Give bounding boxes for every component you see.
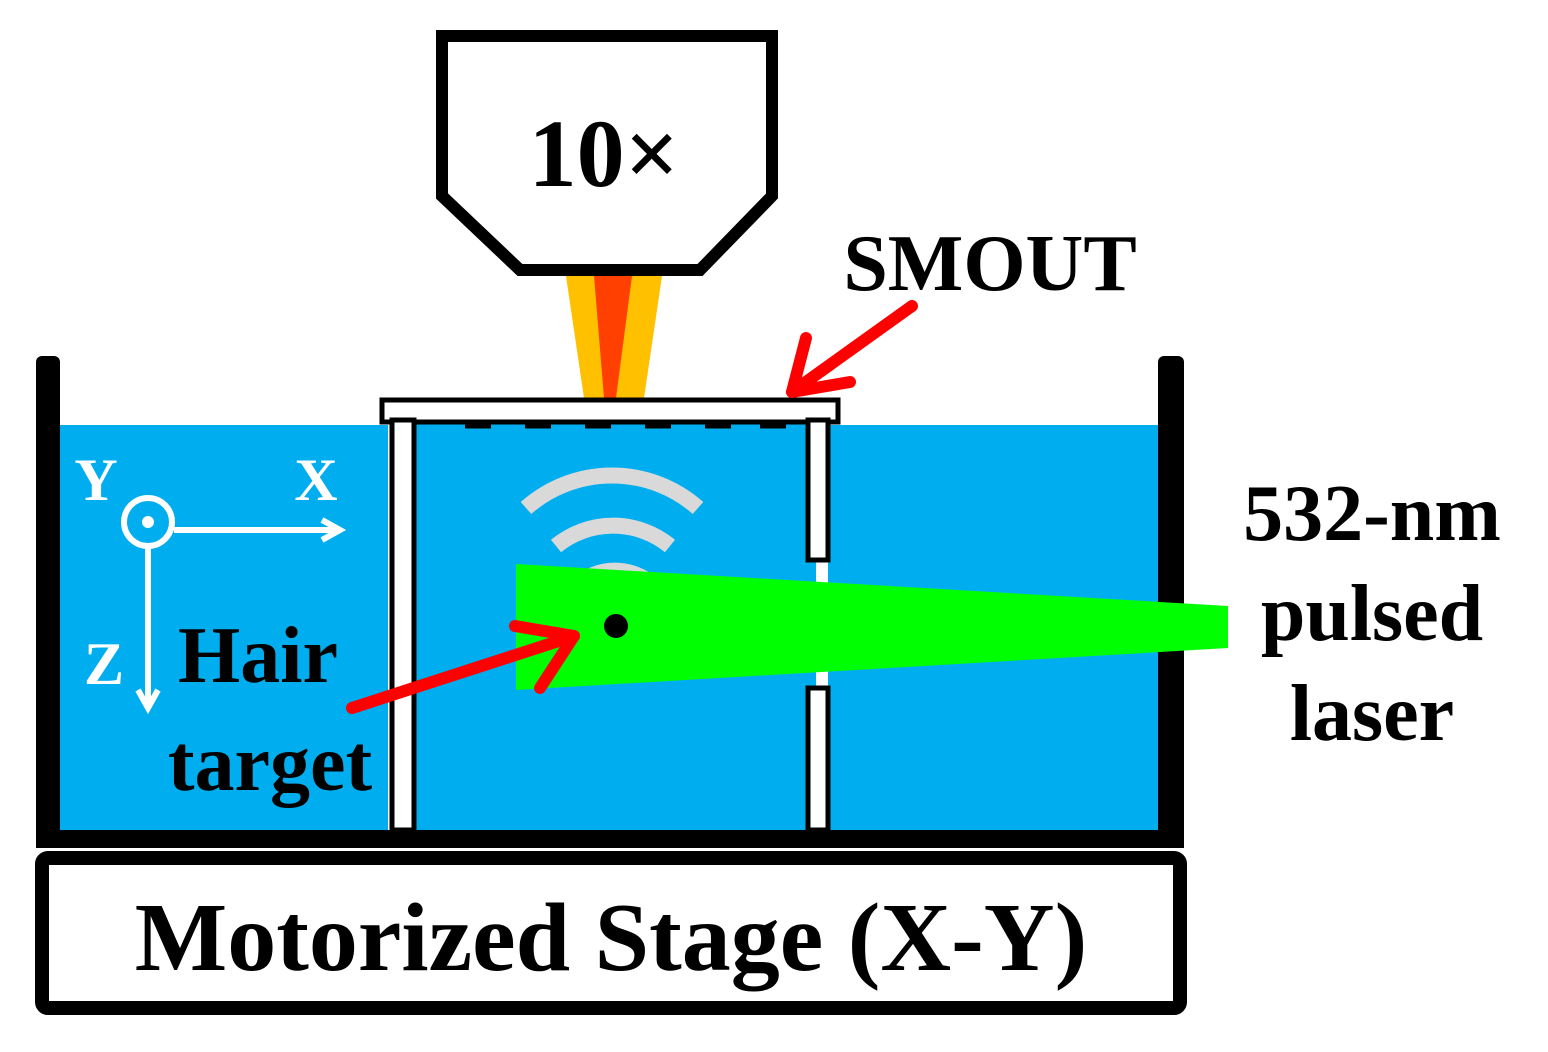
axis-z-label: Z bbox=[84, 631, 124, 697]
stage-label: Motorized Stage (X-Y) bbox=[135, 884, 1087, 992]
hair-label-line2: target bbox=[168, 720, 373, 808]
tank-bottom bbox=[36, 830, 1184, 848]
chamber-wall-left bbox=[389, 417, 417, 833]
smout-arrow-head bbox=[786, 332, 856, 398]
axis-x-label: X bbox=[294, 447, 337, 513]
hair-arrow-head bbox=[509, 620, 580, 694]
objective-label: 10× bbox=[529, 100, 680, 207]
laser-label-line3: laser bbox=[1290, 670, 1454, 758]
hair-label-line1: Hair bbox=[178, 612, 338, 700]
laser-label-line2: pulsed bbox=[1261, 570, 1483, 658]
tank-wall-right bbox=[1158, 356, 1184, 846]
acoustic-wave-outer bbox=[520, 467, 704, 515]
chamber-wall-right-upper bbox=[805, 417, 831, 563]
z-axis-arrowhead bbox=[135, 688, 161, 715]
beam-core bbox=[594, 276, 632, 398]
smout-arrow-shaft bbox=[786, 300, 918, 398]
y-axis-icon bbox=[121, 495, 175, 549]
laser-beam bbox=[516, 564, 1228, 690]
laser-label-line1: 532-nm bbox=[1243, 470, 1501, 558]
tank-wall-left bbox=[36, 356, 60, 846]
x-axis-arrowhead bbox=[320, 517, 347, 543]
axis-y-label: Y bbox=[74, 447, 117, 513]
motorized-stage bbox=[35, 851, 1187, 1015]
smout-plate bbox=[379, 397, 841, 425]
y-axis-dot bbox=[142, 516, 154, 528]
hair-arrow-shaft bbox=[346, 630, 580, 714]
chamber-wall-right-lower bbox=[805, 685, 831, 833]
hair-target-dot bbox=[604, 614, 628, 638]
water-left bbox=[58, 425, 388, 833]
smout-label: SMOUT bbox=[843, 220, 1136, 308]
objective-lens bbox=[436, 30, 778, 276]
acoustic-wave-middle bbox=[550, 517, 676, 553]
